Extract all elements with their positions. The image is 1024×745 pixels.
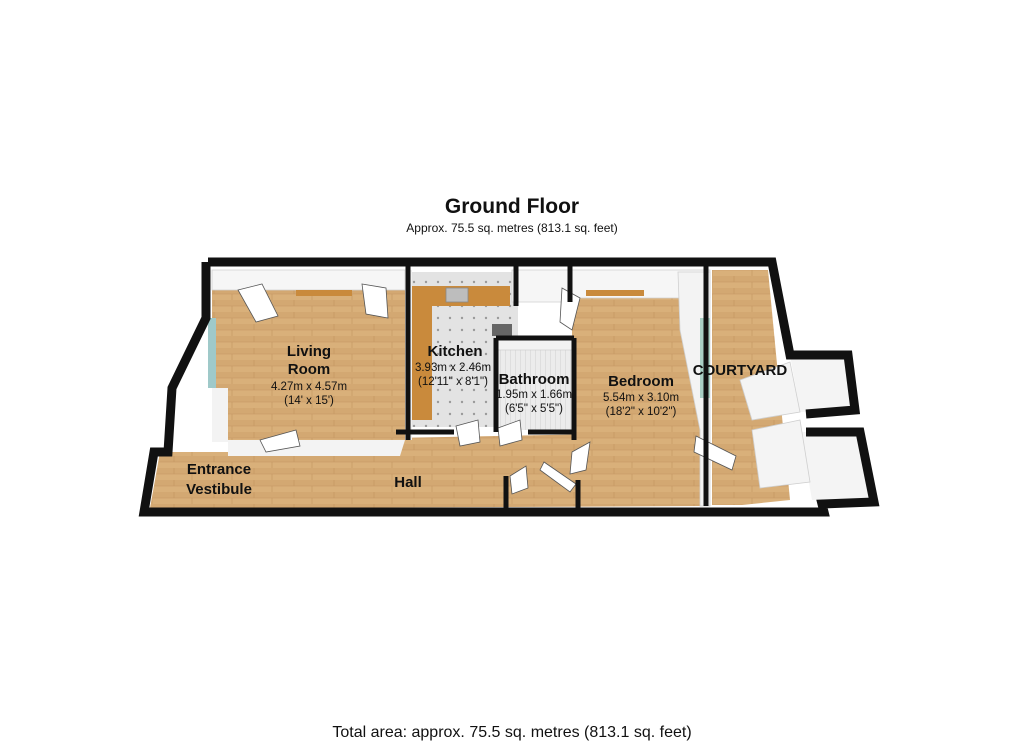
living-cupboard-door [237,283,279,323]
hall-label: Hall [394,474,422,491]
wall-face [751,419,811,489]
kitchen-worktop [412,286,510,420]
entrance-vestibule-label: Vestibule [186,481,252,498]
total-area: Total area: approx. 75.5 sq. metres (813… [332,724,692,741]
exterior-walls [138,257,880,517]
bedroom-dimensions-imperial: (18'2" x 10'2") [606,406,677,418]
kitchen-dimensions: 3.93m x 2.46m [415,362,491,374]
living-window [208,318,216,388]
bathroom-label: Bathroom [499,371,570,388]
bedroom-shelf [586,290,644,296]
kitchen-door [455,419,481,447]
courtyard-alcove [790,355,855,412]
courtyard-alcove-lower [800,432,872,500]
kitchen-label: Kitchen [427,343,482,360]
hall-cupboard-door [509,465,529,495]
living-cupboard-door [361,283,389,319]
living-room-dimensions-imperial: (14' x 15') [284,395,334,407]
bathroom-door [497,419,523,447]
living-shelf [296,290,352,296]
bathroom-floor [494,338,574,430]
courtyard-label: COURTYARD [693,362,788,379]
entrance-vestibule-floor [150,452,290,508]
wall-face [212,388,228,442]
kitchen-sink [445,287,469,303]
wall-face [739,361,801,421]
bedroom-label: Bedroom [608,373,674,390]
bedroom-floor [572,272,710,506]
living-door [259,429,301,453]
bathroom-dimensions: 1.95m x 1.66m [496,389,572,401]
bathroom-dimensions-imperial: (6'5" x 5'5") [505,403,563,415]
bedroom-dimensions: 5.54m x 3.10m [603,392,679,404]
kitchen-hob [492,324,512,336]
floor-title: Ground Floor [444,195,580,218]
living-room-label: Living [287,343,331,360]
wall-face [228,440,405,456]
interior-walls [396,264,709,510]
kitchen-dimensions-imperial: (12'11" x 8'1") [418,376,488,388]
bedroom-door [569,441,591,475]
living-room-label: Room [288,361,331,378]
entrance-vestibule-label: Entrance [187,461,251,478]
hall-cupboard-door [539,461,577,493]
bedroom-wardrobe-door [559,287,581,331]
living-room-dimensions: 4.27m x 4.57m [271,381,347,393]
floor-area-subtitle: Approx. 75.5 sq. metres (813.1 sq. feet) [406,221,618,235]
